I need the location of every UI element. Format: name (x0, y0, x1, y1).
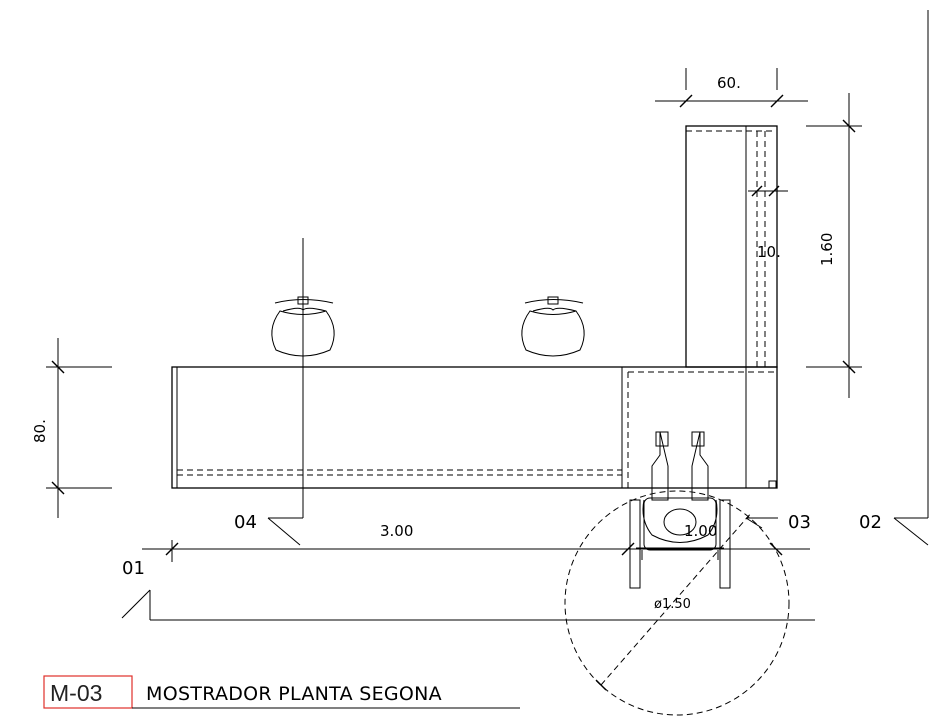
section-mark-01: 01 (122, 558, 145, 579)
drawing-code-box (43, 675, 133, 709)
section-line-02 (893, 10, 929, 546)
dim-counter-length-label: 3.00 (380, 522, 413, 540)
section-mark-03: 03 (788, 512, 811, 533)
section-mark-02: 02 (859, 512, 882, 533)
dim-top-width-label: 60. (717, 74, 741, 92)
dim-right-height (806, 93, 862, 398)
section-line-01 (121, 589, 815, 621)
section-mark-04: 04 (234, 512, 257, 533)
section-line-04 (267, 238, 304, 546)
dim-bottom-run (142, 540, 810, 562)
dim-inner-offset (748, 185, 788, 197)
dim-top-width (655, 68, 808, 108)
counter-body (171, 366, 778, 489)
dim-left-height (46, 338, 112, 518)
dim-turning-diameter-label: ø1.50 (654, 597, 691, 612)
stool-right (521, 296, 585, 357)
section-line-03 (745, 517, 778, 529)
drawing-title: MOSTRADOR PLANTA SEGONA (146, 683, 442, 705)
wheelchair-user-figure (629, 431, 731, 589)
dim-inner-offset-label: 10. (757, 243, 781, 261)
turning-circle (564, 490, 790, 716)
dim-left-height-label: 80. (31, 419, 49, 443)
counter-return (685, 125, 778, 488)
dim-access-width-label: 1.00 (684, 522, 717, 540)
dim-right-height-label: 1.60 (818, 233, 836, 266)
drawing-code: M-03 (50, 680, 102, 706)
title-block: M-03 MOSTRADOR PLANTA SEGONA (43, 675, 520, 709)
